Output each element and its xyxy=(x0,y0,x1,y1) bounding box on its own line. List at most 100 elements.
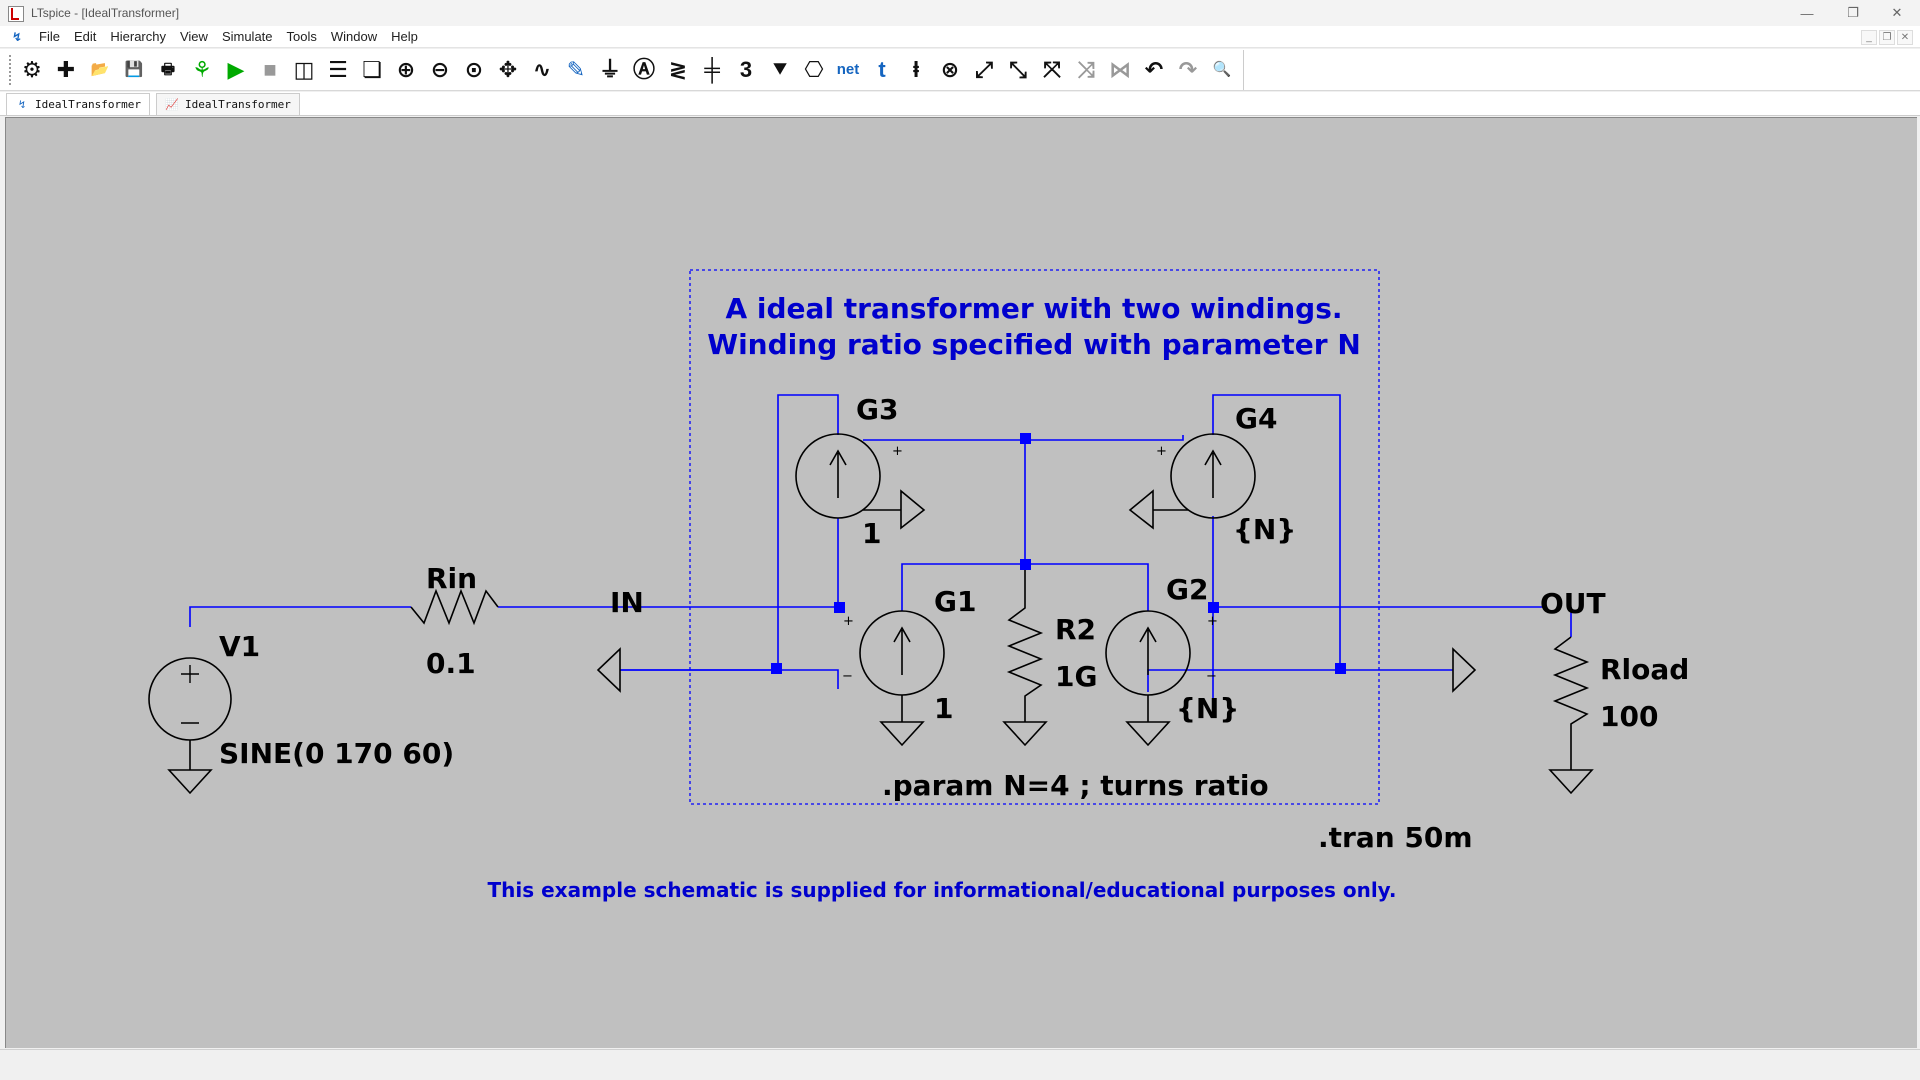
pan-button[interactable]: ✥ xyxy=(491,53,525,87)
toolbar-grip[interactable] xyxy=(9,54,13,85)
zoom-in-button[interactable]: ⊕ xyxy=(389,53,423,87)
zoom-in-icon: ⊕ xyxy=(396,56,416,82)
v1-symbol[interactable] xyxy=(148,657,232,795)
g2-value: {N} xyxy=(1176,692,1239,725)
wire-g3-out xyxy=(863,435,1184,441)
r2-symbol[interactable] xyxy=(1002,564,1048,747)
g3-value: 1 xyxy=(862,517,881,550)
spice-directive-icon: ⱡ xyxy=(912,56,920,82)
rotate-button[interactable]: ⤨ xyxy=(1069,53,1103,87)
status-bar xyxy=(0,1049,1920,1080)
rload-symbol[interactable] xyxy=(1548,636,1594,795)
zoom-out-button[interactable]: ⊖ xyxy=(423,53,457,87)
restore-button[interactable]: ❐ xyxy=(1847,5,1859,20)
g1-value: 1 xyxy=(934,692,953,725)
transformer-boundary-box[interactable] xyxy=(689,269,1380,805)
g4-value: {N} xyxy=(1233,513,1296,546)
left-ground-arrow xyxy=(596,647,621,693)
halt-button[interactable]: ■ xyxy=(253,53,287,87)
save-button[interactable]: 💾 xyxy=(117,53,151,87)
menu-view[interactable]: View xyxy=(179,29,208,44)
mdi-close-button[interactable]: ✕ xyxy=(1897,30,1913,45)
redo-button[interactable]: ↷ xyxy=(1171,53,1205,87)
new-schematic-button[interactable]: ✚ xyxy=(49,53,83,87)
zoom-fit-icon: ⊙ xyxy=(464,56,484,82)
spice-directive-button[interactable]: ⱡ xyxy=(899,53,933,87)
net-label-icon: Ⓐ xyxy=(632,56,655,82)
waveform-viewer-icon: 📈 xyxy=(165,97,179,111)
tab-waveform[interactable]: 📈 IdealTransformer xyxy=(155,93,300,115)
menu-simulate[interactable]: Simulate xyxy=(221,29,273,44)
delete-button[interactable]: ⊗ xyxy=(933,53,967,87)
g4-symbol[interactable] xyxy=(1128,433,1256,530)
minimize-button[interactable]: — xyxy=(1800,5,1814,21)
run-button[interactable]: ▶ xyxy=(219,53,253,87)
find-button[interactable]: 🔍 xyxy=(1205,53,1239,87)
resistor-button[interactable]: ≷ xyxy=(661,53,695,87)
waveform-button[interactable]: ∿ xyxy=(525,53,559,87)
mdi-restore-button[interactable]: ❐ xyxy=(1879,30,1895,45)
menu-help[interactable]: Help xyxy=(391,29,418,44)
move-button[interactable]: ⤡ xyxy=(1001,53,1035,87)
tran-directive: .tran 50m xyxy=(1318,821,1473,854)
schematic-drawing[interactable]: + − + − + + V1 SINE(0 170 60) Rin 0.1 IN… xyxy=(6,118,1918,1049)
g3-ground-arrow xyxy=(863,489,926,530)
document-tabs: ↯ IdealTransformer 📈 IdealTransformer xyxy=(0,92,1920,116)
menu-hierarchy[interactable]: Hierarchy xyxy=(110,29,166,44)
component-button[interactable]: ⎔ xyxy=(797,53,831,87)
g3-symbol[interactable] xyxy=(795,433,926,530)
spice-netlist-button[interactable]: net xyxy=(831,53,865,87)
inductor-button[interactable]: 3 xyxy=(729,53,763,87)
mdi-minimize-button[interactable]: _ xyxy=(1861,30,1877,45)
capacitor-button[interactable]: ╪ xyxy=(695,53,729,87)
tile-horizontal-button[interactable]: ☰ xyxy=(321,53,355,87)
g2-symbol[interactable] xyxy=(1105,610,1191,747)
v1-ground xyxy=(167,740,213,795)
waveform-icon: ∿ xyxy=(532,56,552,82)
print-button[interactable]: 🖶 xyxy=(151,53,185,87)
svg-text:+: + xyxy=(843,614,854,629)
component-icon: ⎔ xyxy=(804,56,824,82)
undo-icon: ↶ xyxy=(1144,56,1164,82)
diode-icon: ⯆ xyxy=(771,56,789,82)
drag-button[interactable]: ⤧ xyxy=(1035,53,1069,87)
cascade-button[interactable]: ❏ xyxy=(355,53,389,87)
rin-symbol[interactable] xyxy=(410,588,499,626)
menu-window[interactable]: Window xyxy=(330,29,378,44)
svg-text:+: + xyxy=(1156,444,1167,459)
menu-tools[interactable]: Tools xyxy=(286,29,317,44)
play-icon: ▶ xyxy=(227,56,245,82)
move-icon: ⤡ xyxy=(1009,56,1027,82)
close-button[interactable]: ✕ xyxy=(1891,5,1903,20)
v1-value: SINE(0 170 60) xyxy=(219,737,454,770)
duplicate-button[interactable]: ⤢ xyxy=(967,53,1001,87)
zoom-fit-button[interactable]: ⊙ xyxy=(457,53,491,87)
control-panel-button[interactable]: ⚘ xyxy=(185,53,219,87)
ground-button[interactable]: ⏚ xyxy=(593,53,627,87)
menu-file[interactable]: File xyxy=(39,29,60,44)
duplicate-icon: ⤢ xyxy=(975,56,993,82)
g1-symbol[interactable] xyxy=(859,610,945,747)
schematic-doc-icon[interactable]: ↯ xyxy=(12,29,23,44)
draw-wire-button[interactable]: ✎ xyxy=(559,53,593,87)
tile-vertical-button[interactable]: ◫ xyxy=(287,53,321,87)
text-button[interactable]: t xyxy=(865,53,899,87)
open-button[interactable]: 📂 xyxy=(83,53,117,87)
menu-edit[interactable]: Edit xyxy=(73,29,97,44)
pin-polarity-marks: + − + − + + xyxy=(842,444,1218,684)
label-net-button[interactable]: Ⓐ xyxy=(627,53,661,87)
g4-ground-arrow xyxy=(1128,489,1188,530)
settings-button[interactable]: ⚙ xyxy=(15,53,49,87)
wire-g3-left xyxy=(777,394,839,670)
tab-schematic[interactable]: ↯ IdealTransformer xyxy=(6,93,150,115)
undo-button[interactable]: ↶ xyxy=(1137,53,1171,87)
schematic-canvas[interactable]: + − + − + + V1 SINE(0 170 60) Rin 0.1 IN… xyxy=(5,117,1917,1048)
stop-icon: ■ xyxy=(263,56,277,82)
diode-button[interactable]: ⯆ xyxy=(763,53,797,87)
comment-title-line2: Winding ratio specified with parameter N xyxy=(707,328,1361,361)
svg-text:−: − xyxy=(1206,669,1217,684)
ground-arrows[interactable] xyxy=(596,647,1477,693)
rload-name: Rload xyxy=(1600,653,1689,686)
mirror-button[interactable]: ⋈ xyxy=(1103,53,1137,87)
